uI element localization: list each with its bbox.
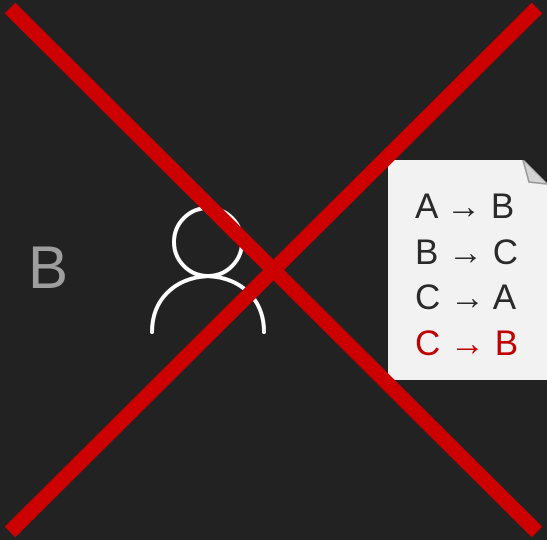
person-icon [150,206,266,334]
rule-item: B → C [415,232,519,272]
node-label: B [28,234,69,301]
rule-item-highlighted: C → B [415,323,519,363]
rule-item: C → A [415,278,517,317]
rule-item: A → B [415,187,515,226]
rules-list: A → B B → C C → A C → B [415,184,518,366]
rules-note: A → B B → C C → A C → B [388,160,547,380]
